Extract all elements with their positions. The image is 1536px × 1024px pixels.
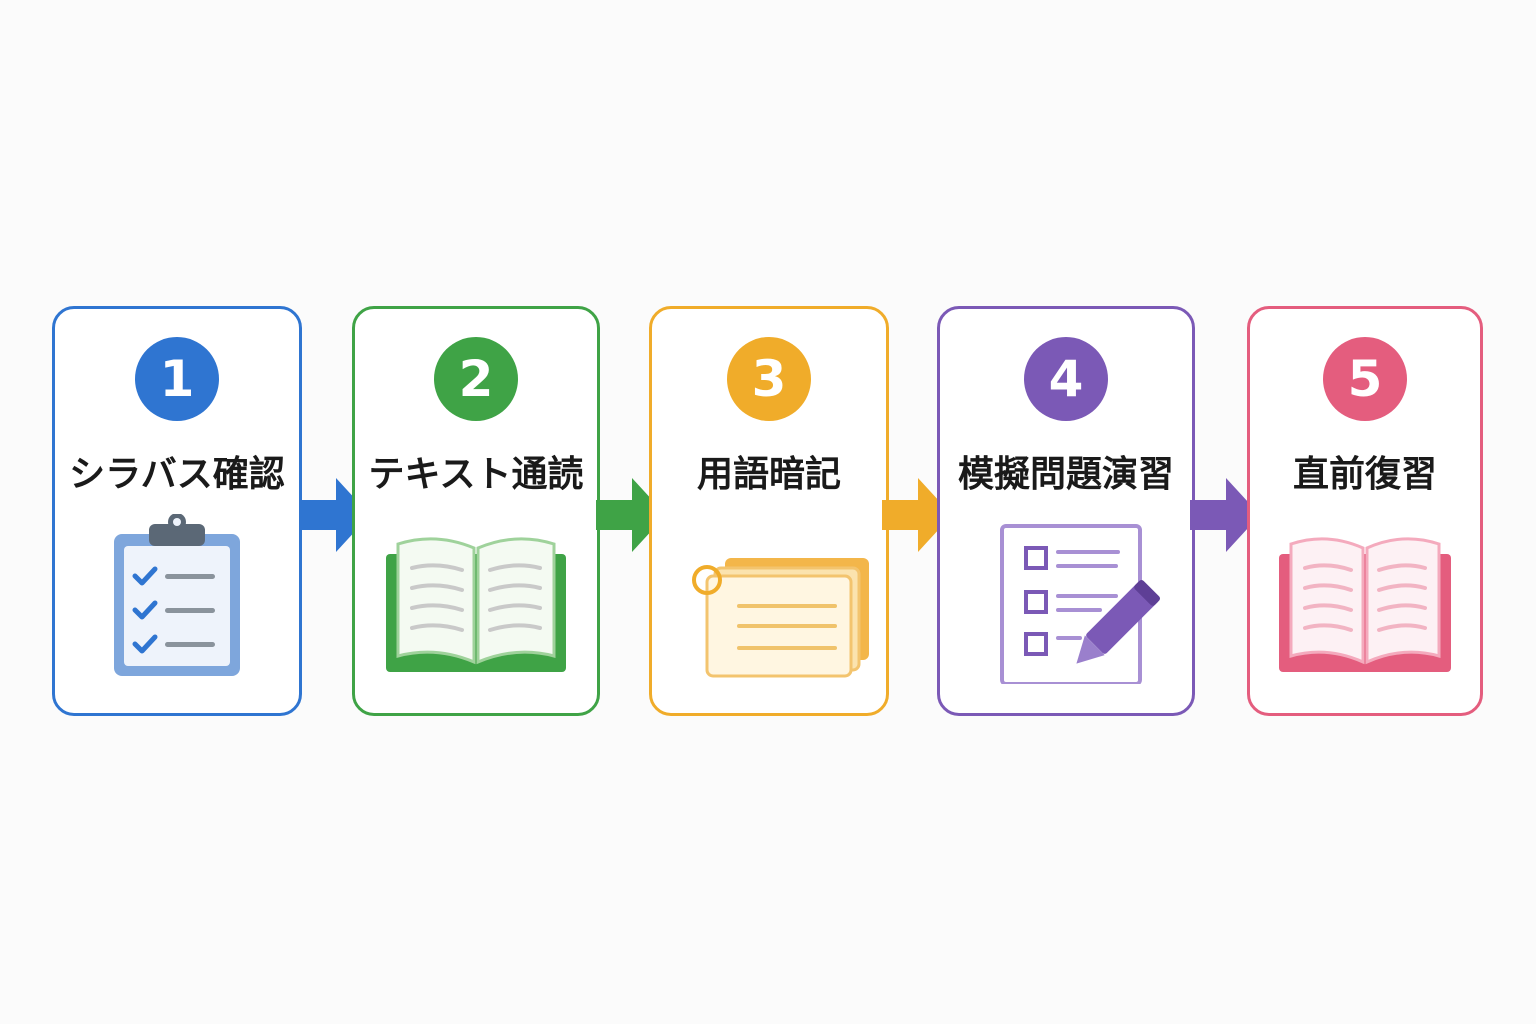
step-number-4: 4: [1024, 337, 1108, 421]
test-sheet-pencil-icon: [1000, 524, 1161, 684]
step-card-4: 4 模擬問題演習: [937, 306, 1195, 716]
arrow-right-icon: [596, 478, 666, 552]
step-number-3: 3: [727, 337, 811, 421]
step-title-2: テキスト通読: [368, 454, 584, 495]
step-number-1: 1: [135, 337, 219, 421]
step-card-3: 3 用語暗記: [649, 306, 889, 716]
open-book-icon: [1279, 537, 1451, 672]
step-card-5: 5 直前復習: [1247, 306, 1483, 716]
step-title-3: 用語暗記: [696, 454, 841, 495]
step-card-1: 1 シラバス確認: [52, 306, 302, 716]
step-title-5: 直前復習: [1292, 454, 1437, 495]
clipboard-checklist-icon: [114, 514, 240, 676]
step-number-2: 2: [434, 337, 518, 421]
step-title-1: シラバス確認: [69, 454, 285, 495]
arrow-right-icon: [882, 478, 952, 552]
flashcards-icon: [692, 558, 869, 678]
open-book-icon: [386, 537, 566, 672]
step-title-4: 模擬問題演習: [957, 454, 1174, 495]
arrow-right-icon: [1190, 478, 1260, 552]
step-card-2: 2 テキスト通読: [352, 306, 600, 716]
step-number-5: 5: [1323, 337, 1407, 421]
